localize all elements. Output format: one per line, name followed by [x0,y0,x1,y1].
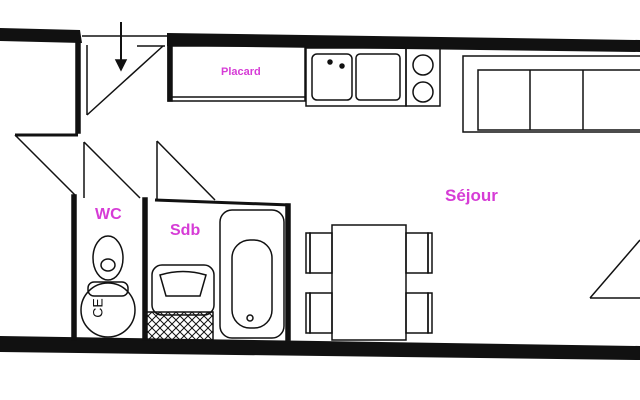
washbasin [151,264,215,316]
entry-arrow-icon [114,22,128,72]
top-wall-left [0,28,82,43]
kitchen-stove [405,47,441,107]
room-label-wc: WC [95,206,122,223]
balcony-door[interactable] [589,239,640,299]
bottom-wall [0,336,640,360]
water-heater [80,282,136,338]
sdb-door[interactable] [83,141,141,199]
chairs [305,232,433,334]
sofa [462,55,640,133]
bathtub [219,209,285,339]
hatched-cabinet [144,311,214,341]
kitchen-sink [305,47,407,107]
room-label-sejour: Séjour [445,186,498,205]
wc-door[interactable] [14,133,78,196]
water-heater-label: CE [89,298,106,318]
dining-table [331,224,407,341]
entry-door[interactable] [82,35,167,116]
sdb-right-wall [285,203,291,341]
sejour-door[interactable] [156,140,216,201]
top-wall-right [167,33,640,52]
room-label-placard: Placard [221,66,261,78]
room-label-sdb: Sdb [170,222,201,239]
entry-wall [75,42,81,134]
exterior-walls [0,28,640,360]
wc-left-wall [71,194,77,341]
toilet [87,235,129,297]
